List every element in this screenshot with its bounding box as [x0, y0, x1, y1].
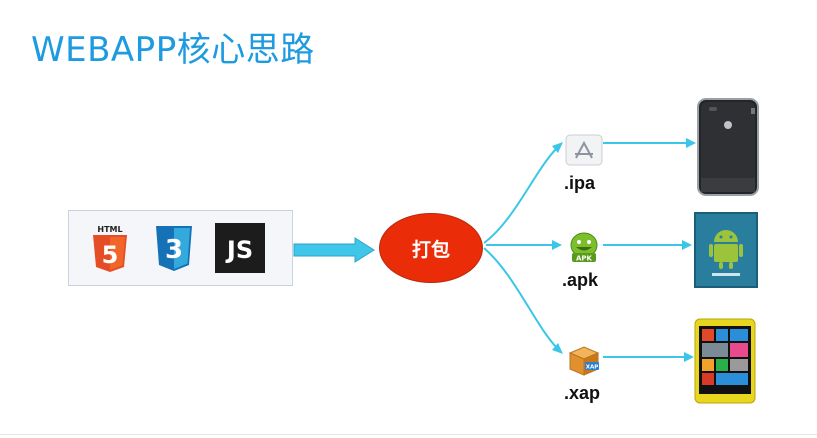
web-tech-box: HTML 5 3 JS [68, 210, 293, 286]
branch-arrowhead-ipa [552, 142, 563, 153]
slide-title: WEBAPP核心思路 [31, 30, 315, 70]
apk-label: .apk [562, 270, 599, 290]
js-label: JS [225, 236, 253, 264]
css3-icon: 3 [149, 223, 199, 273]
ipa-label: .ipa [564, 173, 596, 193]
bottom-divider [0, 434, 817, 435]
xap-label: .xap [564, 383, 601, 403]
app-store-icon [565, 134, 603, 168]
branch-arrowhead-apk [552, 240, 562, 250]
iphone-icon [697, 98, 759, 200]
branch-line-xap [483, 247, 558, 349]
device-arrowhead-ipa [686, 138, 696, 148]
android-apk-icon: APK [565, 231, 603, 265]
js-icon: JS [215, 223, 265, 273]
xap-package-icon: XAP [565, 343, 603, 377]
package-step: 打包 [379, 213, 483, 283]
windows-phone-icon [694, 318, 756, 408]
input-arrow [293, 237, 375, 263]
xap-icon-text: XAP [586, 365, 599, 371]
apk-icon-text: APK [576, 255, 593, 263]
html5-label: HTML [97, 225, 122, 234]
html5-digit: 5 [102, 241, 119, 269]
css3-digit: 3 [165, 235, 183, 265]
branch-line-ipa [483, 147, 558, 244]
device-arrowhead-apk [682, 240, 692, 250]
html5-icon: HTML 5 [85, 223, 135, 273]
device-arrowhead-xap [684, 352, 694, 362]
android-phone-icon [694, 212, 758, 292]
package-step-label: 打包 [411, 238, 450, 261]
branch-arrowhead-xap [552, 343, 563, 354]
